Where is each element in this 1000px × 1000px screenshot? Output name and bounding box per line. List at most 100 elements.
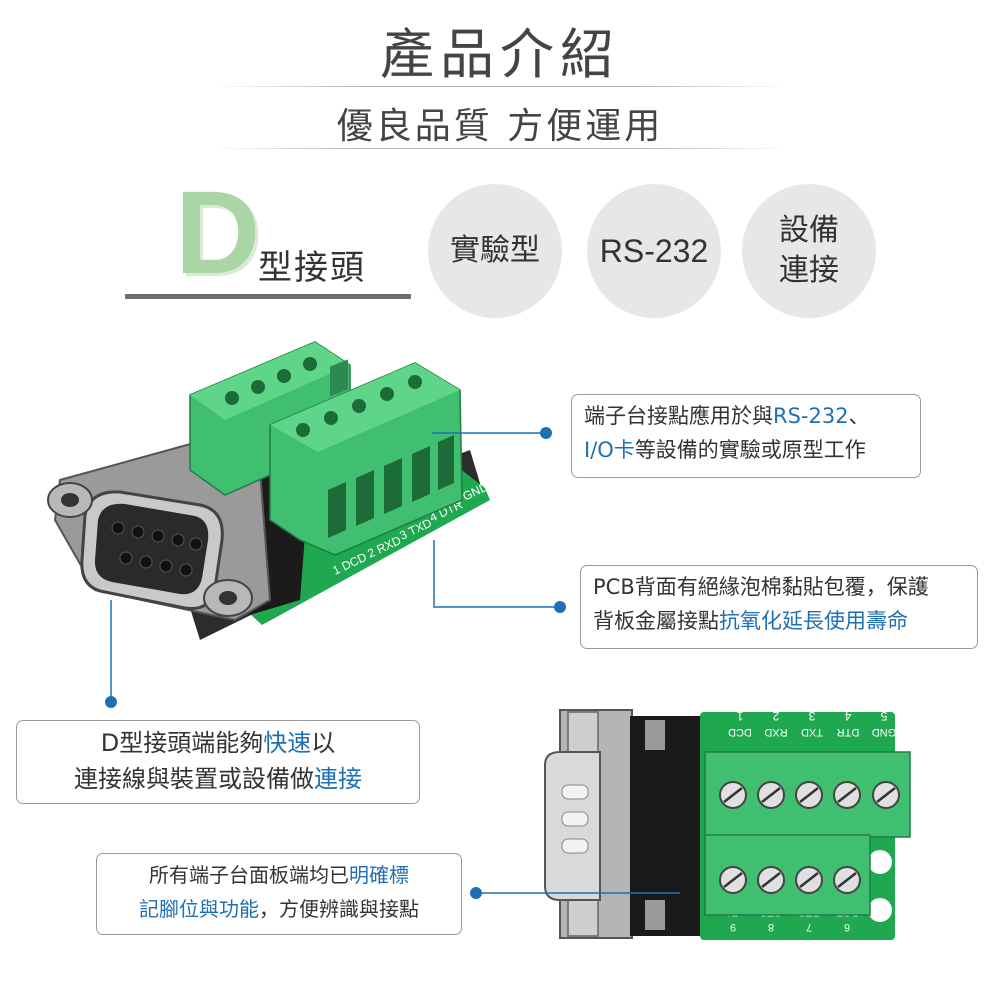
pin [561, 811, 589, 827]
standoff-bottom [567, 895, 599, 937]
socket-hole [139, 555, 153, 569]
tag-circle-rs232: RS-232 [587, 184, 721, 318]
screw-hole [352, 399, 366, 413]
callout-text: 所有端子台面板端均已 [149, 863, 349, 887]
tag-label: RS-232 [599, 233, 709, 269]
callout-line: 端子台接點應用於與RS-232、 [584, 399, 908, 433]
socket-hole [171, 533, 185, 547]
tag-label: 設備 連接 [779, 213, 839, 288]
callout-text: 背板金屬接點 [593, 609, 719, 633]
callout-text: D型接頭端能夠 [100, 729, 264, 757]
callout-highlight: 連接 [314, 765, 362, 793]
pin [561, 784, 589, 800]
pin [561, 838, 589, 854]
callout-line: PCB背面有絕緣泡棉黏貼包覆，保護 [593, 570, 965, 604]
d-badge-letter: D [175, 167, 261, 299]
callout-line: I/O卡等設備的實驗或原型工作 [584, 433, 908, 467]
callout-text: 等設備的實驗或原型工作 [634, 438, 866, 462]
screw-hole [251, 380, 265, 394]
pcb-top-signal-label: GND [872, 726, 897, 738]
callout-text: 、 [848, 404, 870, 428]
pcb-top-signal-label: DCD [728, 726, 752, 738]
callout-line: D型接頭端能夠快速以 [29, 725, 407, 761]
tag-circle-experimental: 實驗型 [428, 184, 562, 318]
pcb-top-pin-number: 3 [808, 709, 815, 723]
callout-pcb-foam: PCB背面有絕緣泡棉黏貼包覆，保護 背板金屬接點抗氧化延長使用壽命 [580, 565, 978, 649]
socket-hole [189, 537, 203, 551]
callout-highlight: RS-232 [773, 404, 849, 428]
pcb-bottom-pin-number: 8 [768, 921, 774, 933]
callout-rs232-usage: 端子台接點應用於與RS-232、 I/O卡等設備的實驗或原型工作 [571, 394, 921, 478]
callout-line: 所有端子台面板端均已明確標 [109, 858, 449, 892]
pcb-top-pin-number: 2 [772, 709, 779, 723]
socket-hole [131, 525, 145, 539]
screw-hole [324, 411, 338, 425]
callout-text: PCB背面有絕緣泡棉黏貼包覆，保護 [593, 575, 929, 599]
callout-highlight: 抗氧化延長使用壽命 [719, 609, 908, 633]
callout-highlight: I/O卡 [584, 438, 635, 462]
screw-hole [303, 357, 317, 371]
callout-line: 記腳位與功能，方便辨識與接點 [109, 892, 449, 926]
wire-opening [328, 482, 346, 538]
mount-hole [868, 850, 892, 874]
callout-text: 端子台接點應用於與 [584, 404, 773, 428]
wire-opening [438, 435, 454, 490]
pcb-bottom-pin-number: 7 [806, 921, 812, 933]
pcb-top-signal-label: TXD [801, 726, 823, 738]
page-title: 產品介紹 [380, 23, 620, 86]
standoff-left [47, 482, 93, 518]
leader-dot [105, 696, 117, 708]
pcb-bottom-pin-number: 9 [730, 921, 736, 933]
socket-hole [159, 559, 173, 573]
tag-circle-device-connect: 設備 連接 [742, 184, 876, 318]
tag-label: 實驗型 [450, 233, 540, 268]
callout-highlight: 快速 [263, 729, 312, 757]
pcb-top-pin-number: 5 [880, 709, 887, 723]
pcb-top-pin-number: 1 [736, 709, 743, 723]
d-badge-underline [125, 294, 411, 299]
screw-hole [408, 375, 422, 389]
callout-d-connector: D型接頭端能夠快速以 連接線與裝置或設備做連接 [16, 720, 420, 804]
subtitle-divider [215, 148, 785, 149]
socket-hole [151, 529, 165, 543]
mount-hole [868, 898, 892, 922]
socket-hole [111, 521, 125, 535]
leader-line-2 [433, 540, 560, 608]
callout-line: 背板金屬接點抗氧化延長使用壽命 [593, 604, 965, 638]
screw-hole [277, 369, 291, 383]
wire-opening [384, 458, 402, 514]
wire-opening [330, 359, 348, 397]
pcb-top-signal-label: RXD [764, 726, 787, 738]
screw-hole [225, 391, 239, 405]
title-divider [215, 86, 785, 87]
standoff-right [203, 579, 253, 617]
callout-highlight: 明確標 [349, 863, 409, 887]
leader-dot [470, 887, 482, 899]
callout-line: 連接線與裝置或設備做連接 [29, 761, 407, 797]
callout-text: 以 [311, 729, 336, 757]
socket-hole [119, 551, 133, 565]
wire-opening [412, 446, 430, 502]
callout-text: ，方便辨識與接點 [259, 897, 419, 921]
callout-text: 連接線與裝置或設備做 [74, 765, 314, 793]
page-subtitle: 優良品質 方便運用 [336, 106, 664, 147]
leader-dot [554, 601, 566, 613]
d-badge-text: 型接頭 [258, 248, 366, 288]
screw-post [645, 720, 665, 750]
wire-opening [356, 470, 374, 526]
callout-highlight: 記腳位與功能 [139, 897, 259, 921]
connector-housing-top [630, 716, 700, 936]
screw-hole [296, 423, 310, 437]
pcb-top-signal-label: DTR [837, 726, 860, 738]
screw-hole [380, 387, 394, 401]
socket-hole [179, 563, 193, 577]
leader-dot [540, 427, 552, 439]
pcb-top-pin-number: 4 [844, 709, 851, 723]
pcb-bottom-pin-number: 6 [844, 921, 850, 933]
callout-pin-labels: 所有端子台面板端均已明確標 記腳位與功能，方便辨識與接點 [96, 853, 462, 935]
screw-post [645, 900, 665, 930]
